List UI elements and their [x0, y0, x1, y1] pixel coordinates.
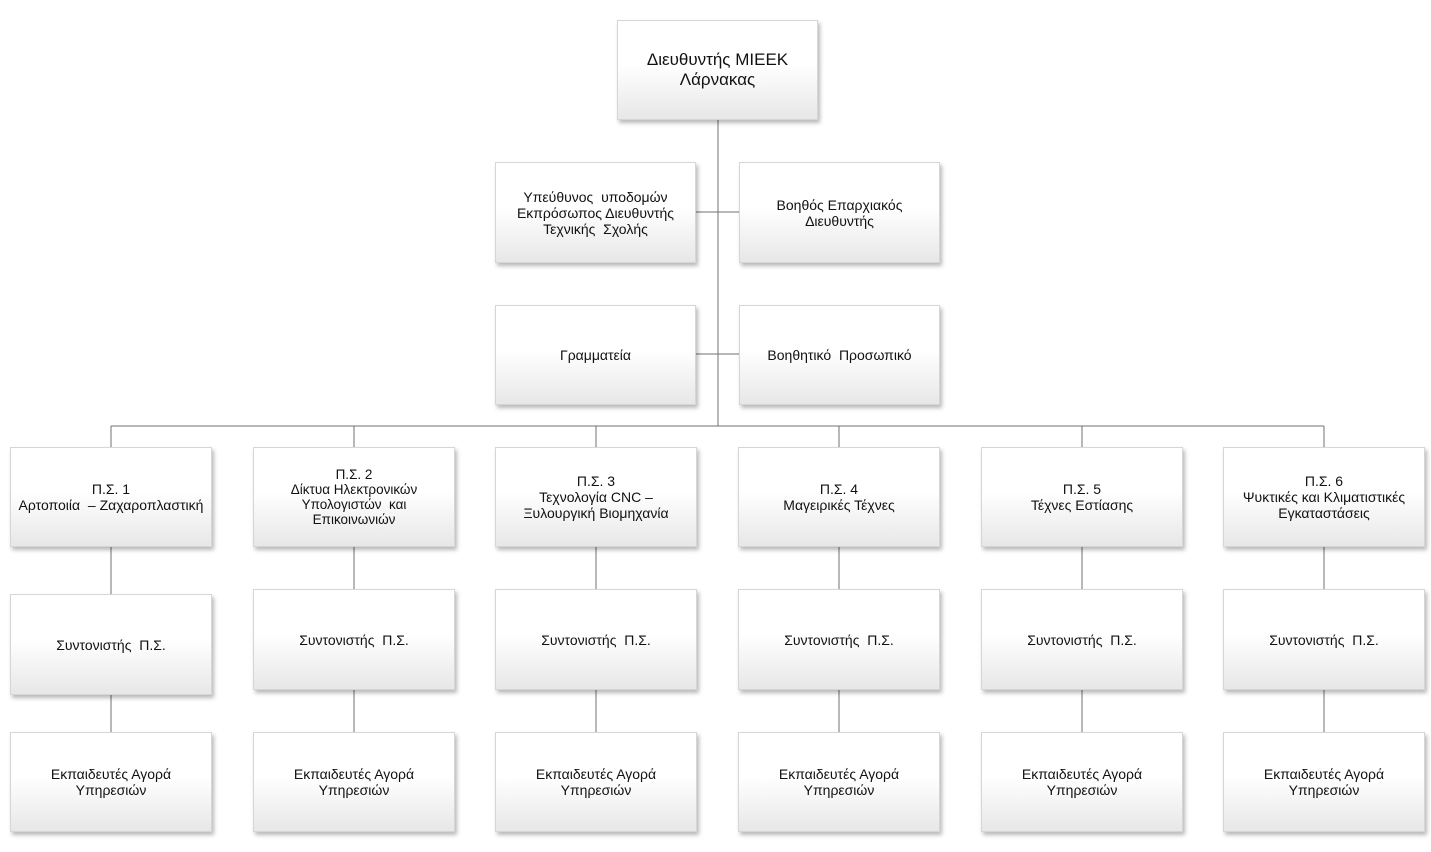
trainers-line1: Εκπαιδευτές Αγορά — [1263, 766, 1385, 782]
support-staff-label: Βοηθητικό Προσωπικό — [767, 347, 912, 363]
program-box-ps1[interactable]: Π.Σ. 1 Αρτοποιία – Ζαχαροπλαστική — [10, 447, 212, 547]
program-code: Π.Σ. 5 — [1062, 481, 1102, 497]
coordinator-box-ps5[interactable]: Συντονιστής Π.Σ. — [981, 589, 1183, 690]
trainers-line2: Υπηρεσιών — [75, 782, 147, 798]
coordinator-box-ps4[interactable]: Συντονιστής Π.Σ. — [738, 589, 940, 690]
coordinator-label: Συντονιστής Π.Σ. — [56, 636, 166, 653]
infrastructure-box[interactable]: Υπεύθυνος υποδομών Εκπρόσωπος Διευθυντής… — [495, 162, 696, 263]
assistant-director-line1: Βοηθός Επαρχιακός — [776, 196, 903, 213]
trainers-line2: Υπηρεσιών — [560, 782, 632, 798]
program-name-line: Ψυκτικές και Κλιματιστικές — [1242, 489, 1406, 505]
coordinator-label: Συντονιστής Π.Σ. — [541, 631, 651, 648]
support-staff-box[interactable]: Βοηθητικό Προσωπικό — [739, 305, 940, 405]
assistant-director-line2: Διευθυντής — [805, 212, 874, 229]
director-box[interactable]: Διευθυντής ΜΙΕΕΚ Λάρνακας — [617, 20, 818, 120]
program-name-line: Εγκαταστάσεις — [1278, 505, 1370, 521]
trainers-line2: Υπηρεσιών — [318, 782, 390, 798]
trainers-box-ps5[interactable]: Εκπαιδευτές Αγορά Υπηρεσιών — [981, 732, 1183, 832]
trainers-line2: Υπηρεσιών — [803, 782, 875, 798]
program-box-ps2[interactable]: Π.Σ. 2 Δίκτυα Ηλεκτρονικών Υπολογιστών κ… — [253, 447, 455, 547]
program-name-line: Ξυλουργική Βιομηχανία — [523, 505, 669, 521]
trainers-box-ps6[interactable]: Εκπαιδευτές Αγορά Υπηρεσιών — [1223, 732, 1425, 832]
program-name-line: Υπολογιστών και — [301, 497, 407, 512]
program-box-ps4[interactable]: Π.Σ. 4 Μαγειρικές Τέχνες — [738, 447, 940, 547]
secretariat-box[interactable]: Γραμματεία — [495, 305, 696, 405]
trainers-line1: Εκπαιδευτές Αγορά — [778, 766, 900, 782]
program-code: Π.Σ. 6 — [1304, 473, 1344, 489]
coordinator-label: Συντονιστής Π.Σ. — [299, 631, 409, 648]
program-name-line: Επικοινωνιών — [312, 512, 396, 527]
coordinator-label: Συντονιστής Π.Σ. — [784, 631, 894, 648]
trainers-box-ps1[interactable]: Εκπαιδευτές Αγορά Υπηρεσιών — [10, 732, 212, 832]
secretariat-label: Γραμματεία — [560, 347, 631, 363]
assistant-director-box[interactable]: Βοηθός Επαρχιακός Διευθυντής — [739, 162, 940, 263]
program-box-ps6[interactable]: Π.Σ. 6 Ψυκτικές και Κλιματιστικές Εγκατα… — [1223, 447, 1425, 547]
trainers-line2: Υπηρεσιών — [1046, 782, 1118, 798]
infrastructure-line3: Τεχνικής Σχολής — [543, 220, 648, 237]
program-name-line: Μαγειρικές Τέχνες — [783, 497, 895, 513]
program-box-ps3[interactable]: Π.Σ. 3 Τεχνολογία CNC – Ξυλουργική Βιομη… — [495, 447, 697, 547]
program-code: Π.Σ. 3 — [576, 473, 616, 489]
program-name-line: Τέχνες Εστίασης — [1030, 497, 1134, 513]
program-code: Π.Σ. 1 — [91, 481, 131, 497]
trainers-box-ps4[interactable]: Εκπαιδευτές Αγορά Υπηρεσιών — [738, 732, 940, 832]
trainers-box-ps3[interactable]: Εκπαιδευτές Αγορά Υπηρεσιών — [495, 732, 697, 832]
director-title: Διευθυντής ΜΙΕΕΚ — [646, 50, 789, 69]
program-name-line: Τεχνολογία CNC – — [539, 489, 653, 505]
trainers-line1: Εκπαιδευτές Αγορά — [535, 766, 657, 782]
coordinator-box-ps1[interactable]: Συντονιστής Π.Σ. — [10, 594, 212, 695]
trainers-box-ps2[interactable]: Εκπαιδευτές Αγορά Υπηρεσιών — [253, 732, 455, 832]
program-code: Π.Σ. 2 — [335, 467, 373, 482]
program-box-ps5[interactable]: Π.Σ. 5 Τέχνες Εστίασης — [981, 447, 1183, 547]
infrastructure-line1: Υπεύθυνος υποδομών — [523, 188, 668, 205]
director-location: Λάρνακας — [679, 70, 756, 89]
trainers-line1: Εκπαιδευτές Αγορά — [1021, 766, 1143, 782]
coordinator-label: Συντονιστής Π.Σ. — [1269, 631, 1379, 648]
trainers-line2: Υπηρεσιών — [1288, 782, 1360, 798]
program-name-line: Δίκτυα Ηλεκτρονικών — [290, 482, 418, 497]
infrastructure-line2: Εκπρόσωπος Διευθυντής — [516, 204, 675, 221]
program-code: Π.Σ. 4 — [819, 481, 859, 497]
coordinator-box-ps2[interactable]: Συντονιστής Π.Σ. — [253, 589, 455, 690]
coordinator-box-ps3[interactable]: Συντονιστής Π.Σ. — [495, 589, 697, 690]
trainers-line1: Εκπαιδευτές Αγορά — [50, 766, 172, 782]
trainers-line1: Εκπαιδευτές Αγορά — [293, 766, 415, 782]
program-name-line: Αρτοποιία – Ζαχαροπλαστική — [18, 497, 204, 513]
coordinator-label: Συντονιστής Π.Σ. — [1027, 631, 1137, 648]
coordinator-box-ps6[interactable]: Συντονιστής Π.Σ. — [1223, 589, 1425, 690]
